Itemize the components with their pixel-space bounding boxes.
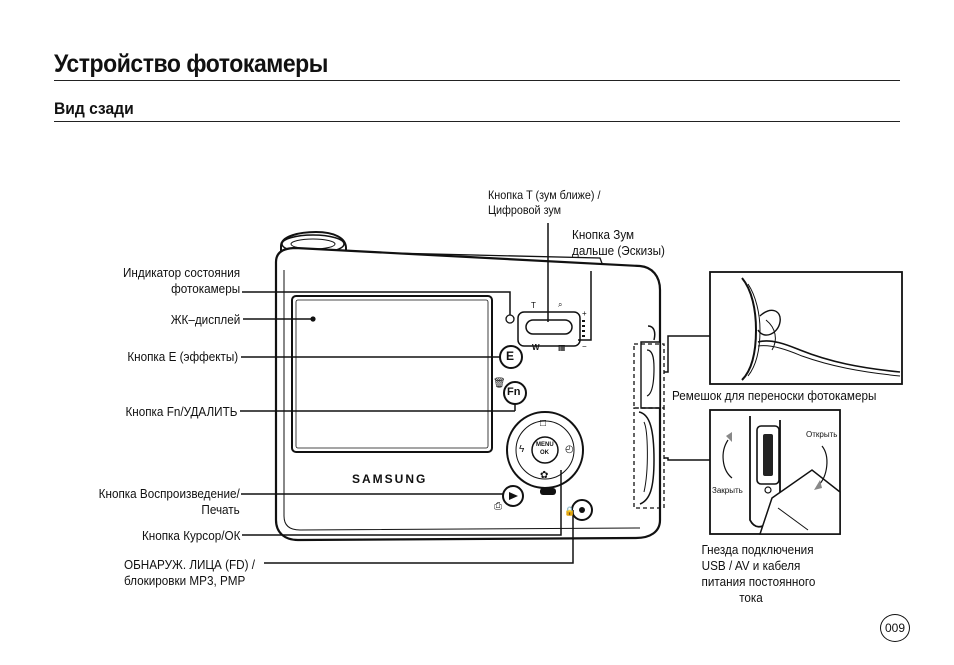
label-cursor-button: Кнопка Курсор/ОК (141, 528, 240, 543)
plus-icon: + (582, 309, 587, 318)
trash-icon: 🗑 (493, 378, 506, 389)
minus-icon: − (582, 342, 587, 351)
brand-logo: SAMSUNG (352, 472, 428, 486)
print-icon: ⎙ (494, 501, 502, 512)
title-rule (54, 80, 900, 81)
close-label: Закрыть (712, 486, 743, 495)
label-fn-button: Кнопка Fn/УДАЛИТЬ (125, 404, 237, 419)
e-button-glyph: E (506, 349, 515, 363)
lock-icon: 🔒 (564, 506, 576, 516)
label-lcd: ЖК–дисплей (170, 312, 240, 327)
label-ports: Гнезда подключения USB / AV и кабеля пит… (701, 542, 816, 605)
label-play-button: Кнопка Воспроизведение/ Печать (98, 486, 240, 517)
fn-button-glyph: Fn (507, 386, 521, 398)
section-title: Вид сзади (54, 99, 134, 118)
label-zoom-t: Кнопка T (зум ближе) / Цифровой зум (488, 188, 601, 217)
label-strap: Ремешок для переноски фотокамеры (672, 388, 877, 403)
label-e-button: Кнопка E (эффекты) (127, 349, 238, 364)
page-number: 009 (880, 614, 910, 642)
magnify-icon: ⌕ (558, 300, 563, 309)
label-zoom-w: Кнопка Зум дальше (Эскизы) (572, 227, 665, 258)
flash-icon: ϟ (519, 444, 525, 455)
display-icon: □ (540, 418, 547, 429)
label-status-indicator: Индикатор состояния фотокамеры (122, 265, 240, 296)
page-title: Устройство фотокамеры (54, 50, 328, 78)
zoom-w-glyph: W (532, 343, 540, 352)
timer-icon: ◴ (565, 444, 574, 455)
thumbnail-icon: ▦ (558, 343, 566, 352)
section-rule (54, 121, 900, 122)
macro-icon: ✿ (540, 470, 549, 481)
menu-label: MENU (536, 442, 554, 448)
label-fd-button: ОБНАРУЖ. ЛИЦА (FD) / блокировки MP3, PMP (124, 557, 256, 588)
open-label: Открыть (806, 430, 838, 439)
zoom-t-glyph: T (531, 301, 536, 310)
ok-label: OK (540, 450, 549, 456)
